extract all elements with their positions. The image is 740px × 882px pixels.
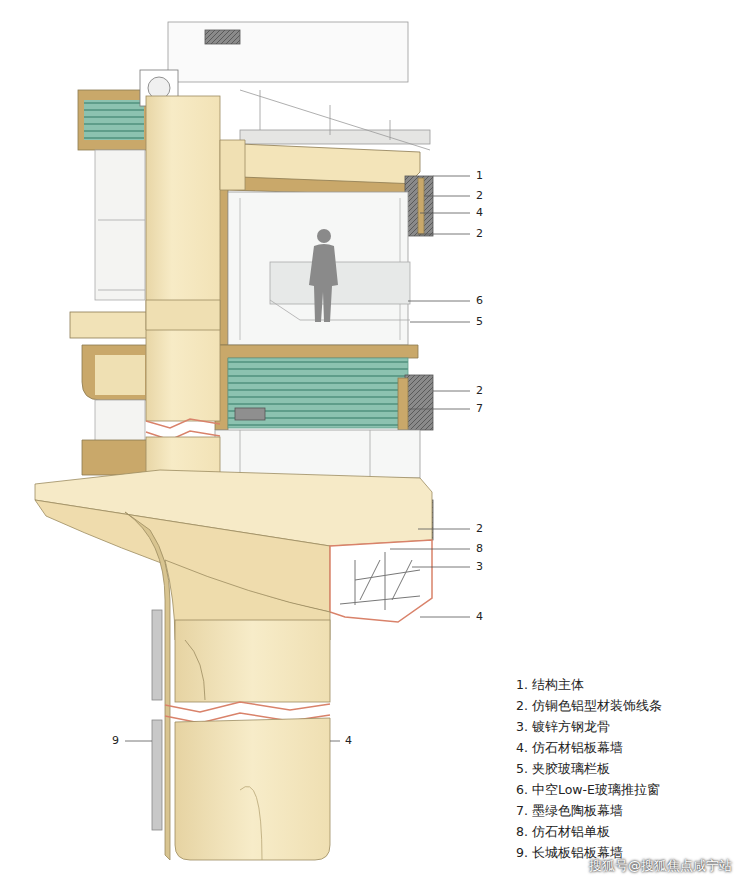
callout-number: 2 xyxy=(476,384,483,397)
callout-number: 4 xyxy=(476,610,483,623)
legend-item: 6. 中空Low-E玻璃推拉窗 xyxy=(516,782,660,797)
callout-number: 4 xyxy=(345,734,352,747)
callout-number: 5 xyxy=(476,315,483,328)
legend-item: 8. 仿石材铝单板 xyxy=(516,824,610,839)
legend-item: 1. 结构主体 xyxy=(516,677,584,692)
callout-number: 3 xyxy=(476,560,483,573)
callout-number: 6 xyxy=(476,294,483,307)
callout-number: 4 xyxy=(476,206,483,219)
legend-item: 4. 仿石材铝板幕墙 xyxy=(516,740,623,755)
legend-item: 9. 长城板铝板幕墙 xyxy=(516,845,623,860)
callout-number: 2 xyxy=(476,227,483,240)
callout-number: 8 xyxy=(476,542,483,555)
legend-item: 5. 夹胶玻璃栏板 xyxy=(516,761,610,776)
callout-number: 7 xyxy=(476,402,483,415)
callout-number: 2 xyxy=(476,189,483,202)
legend-item: 2. 仿铜色铝型材装饰线条 xyxy=(516,698,662,713)
callout-number: 1 xyxy=(476,169,483,182)
watermark: 搜狐号@搜狐焦点咸宁站 xyxy=(589,858,732,874)
legend-item: 7. 墨绿色陶板幕墙 xyxy=(516,803,623,818)
legend-item: 3. 镀锌方钢龙骨 xyxy=(516,719,610,734)
callout-number: 9 xyxy=(112,734,119,747)
callout-number: 2 xyxy=(476,522,483,535)
